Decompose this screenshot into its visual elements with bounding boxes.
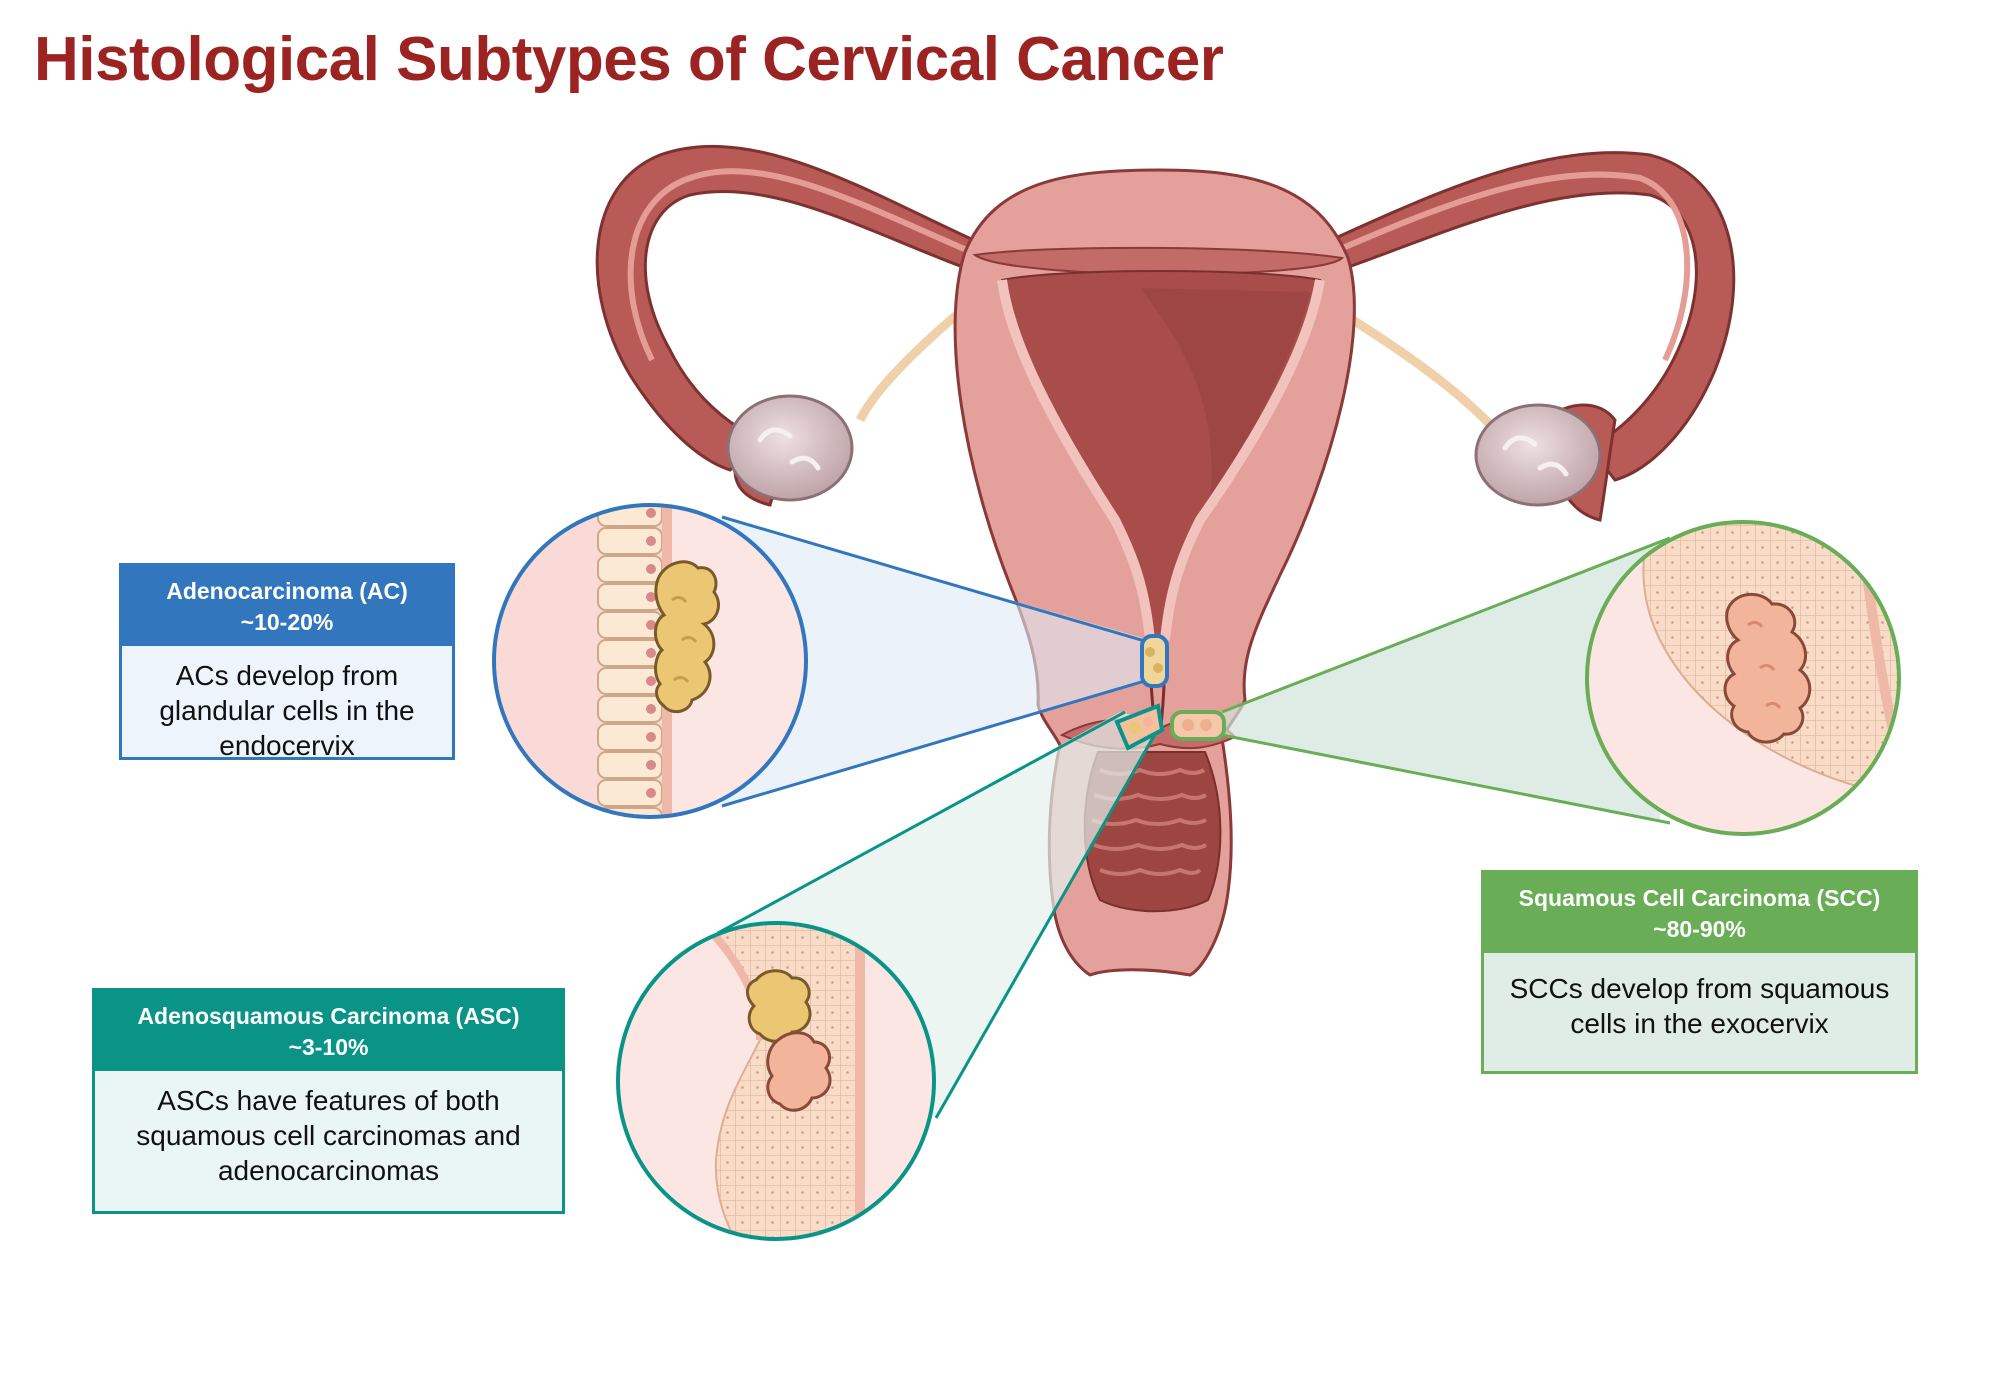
asc-squamous-tumor — [766, 1031, 832, 1112]
ac-info-box: Adenocarcinoma (AC) ~10-20% ACs develop … — [119, 563, 455, 761]
page-title: Histological Subtypes of Cervical Cancer — [34, 25, 1224, 94]
scc-name: Squamous Cell Carcinoma (SCC) — [1518, 885, 1881, 911]
asc-glandular-tumor — [746, 969, 812, 1043]
ac-zoom-connector — [722, 517, 1150, 806]
ac-description-line: endocervix — [219, 730, 355, 761]
scc-site-marker — [1170, 710, 1226, 741]
scc-share: ~80-90% — [1653, 916, 1746, 942]
asc-magnified-view — [616, 921, 936, 1241]
right-ovarian-ligament — [1337, 308, 1499, 434]
asc-description-line: adenocarcinomas — [217, 1155, 440, 1186]
scc-description-line: cells in the exocervix — [1570, 1008, 1829, 1039]
scc-description: SCCs develop from squamous cells in the … — [1484, 953, 1915, 1053]
right-fallopian-tube — [1303, 151, 1736, 482]
ac-magnified-view — [492, 503, 808, 819]
scc-description-line: SCCs develop from squamous — [1509, 973, 1890, 1004]
asc-description-line: squamous cell carcinomas and — [136, 1120, 521, 1151]
ac-header: Adenocarcinoma (AC) ~10-20% — [122, 566, 452, 646]
uterus — [595, 145, 1736, 977]
left-fallopian-tube — [595, 145, 1002, 472]
scc-zoom-connector — [1222, 540, 1660, 820]
scc-tumor — [1723, 592, 1812, 744]
scc-header: Squamous Cell Carcinoma (SCC) ~80-90% — [1484, 873, 1915, 953]
ac-description: ACs develop from glandular cells in the … — [122, 646, 452, 775]
ac-site-marker — [1140, 634, 1169, 688]
left-ovary — [726, 394, 854, 502]
asc-info-box: Adenosquamous Carcinoma (ASC) ~3-10% ASC… — [92, 988, 565, 1214]
asc-description: ASCs have features of both squamous cell… — [95, 1071, 562, 1200]
left-ovarian-ligament — [855, 308, 963, 423]
asc-site-marker — [1114, 703, 1165, 751]
asc-header: Adenosquamous Carcinoma (ASC) ~3-10% — [95, 991, 562, 1071]
ac-share: ~10-20% — [240, 609, 334, 635]
ac-name: Adenocarcinoma (AC) — [166, 578, 408, 604]
asc-name: Adenosquamous Carcinoma (ASC) — [137, 1003, 520, 1029]
scc-magnified-view — [1585, 520, 1901, 836]
asc-share: ~3-10% — [288, 1034, 369, 1060]
right-ovary — [1474, 403, 1602, 507]
asc-description-line: ASCs have features of both — [157, 1085, 500, 1116]
ac-description-line: glandular cells in the — [159, 695, 415, 726]
ac-description-line: ACs develop from — [175, 660, 399, 691]
scc-info-box: Squamous Cell Carcinoma (SCC) ~80-90% SC… — [1481, 870, 1918, 1074]
